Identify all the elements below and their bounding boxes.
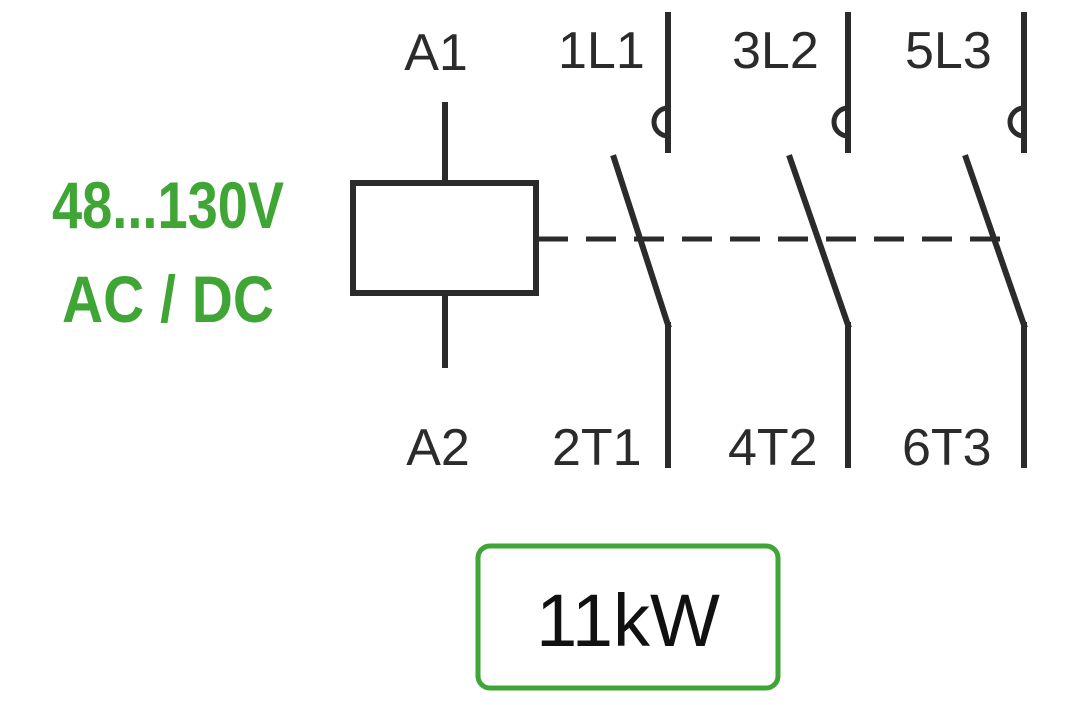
voltage-range: 48...130V: [52, 168, 284, 242]
pole-3-contact-hook: [1007, 105, 1025, 139]
pole-3-line-terminal: 5L3: [905, 22, 992, 80]
coil-terminal-a2: A2: [406, 419, 470, 477]
coil-terminal-a1: A1: [404, 24, 468, 82]
pole-2: 3L2 4T2: [728, 12, 852, 477]
pole-2-contact-hook: [831, 105, 849, 139]
pole-1: 1L1 2T1: [552, 12, 672, 477]
pole-3: 5L3 6T3: [902, 12, 1028, 477]
pole-1-line-terminal: 1L1: [558, 22, 645, 80]
power-rating-badge: 11kW: [475, 543, 781, 691]
pole-2-line-terminal: 3L2: [732, 22, 819, 80]
voltage-label: 48...130V AC / DC: [52, 168, 284, 336]
pole-3-switch-blade: [962, 154, 1028, 329]
pole-3-load-terminal: 6T3: [902, 419, 992, 477]
pole-1-contact-hook: [651, 105, 669, 139]
pole-2-switch-blade: [786, 154, 852, 329]
coil-box: [350, 180, 539, 296]
voltage-type: AC / DC: [62, 262, 274, 336]
pole-1-switch-blade: [610, 154, 672, 329]
pole-2-load-terminal: 4T2: [728, 419, 818, 477]
power-rating-value: 11kW: [536, 579, 720, 662]
coil: A1 A2: [350, 24, 539, 477]
power-rating-frame: [475, 543, 781, 691]
pole-1-load-terminal: 2T1: [552, 419, 642, 477]
